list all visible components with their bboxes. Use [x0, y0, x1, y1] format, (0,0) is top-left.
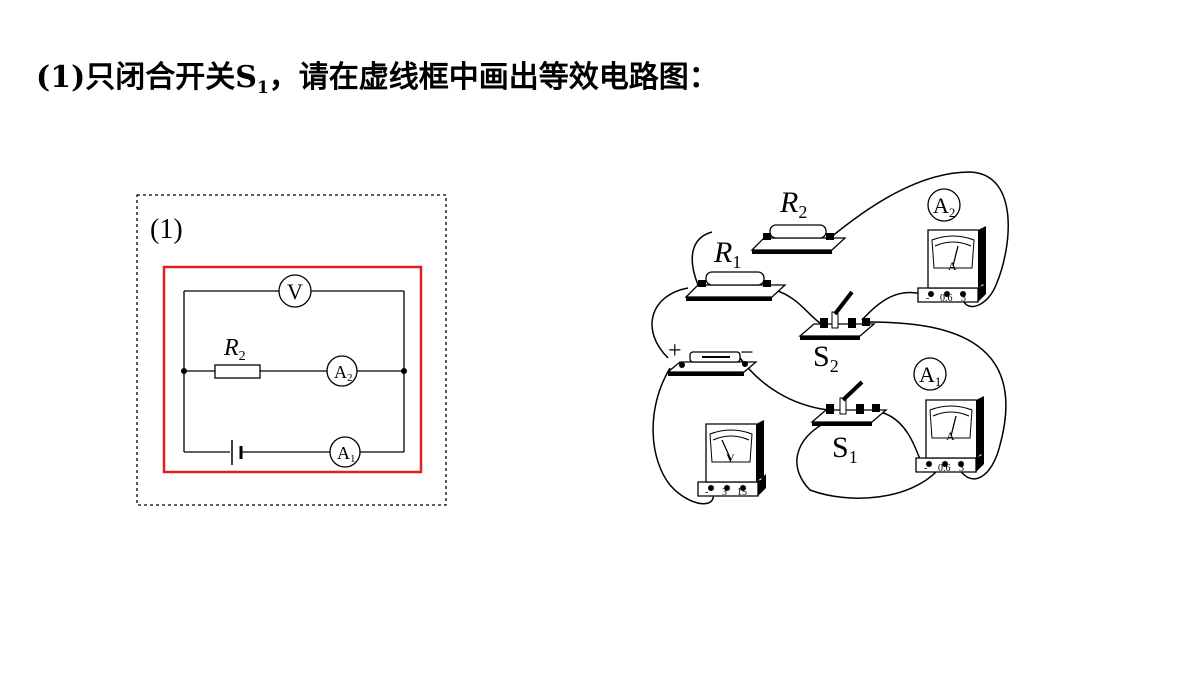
battery-box: + − — [666, 338, 758, 376]
schematic-wires — [183, 290, 405, 453]
apparatus-s1-label: S1 — [832, 431, 858, 467]
ammeter-a1-label: A1 — [337, 443, 356, 465]
answer-label: (1) — [150, 214, 183, 245]
a1-terminal-06: 0.6 — [938, 463, 951, 474]
v-terminal-3: 3 — [722, 487, 727, 498]
apparatus-s2-label: S2 — [813, 340, 839, 376]
ammeter-a2-label: A2 — [334, 362, 353, 384]
resistor-r1-board: R1 — [684, 236, 787, 301]
battery-minus: − — [740, 340, 754, 366]
resistor-r2-board: R2 — [750, 186, 847, 254]
apparatus-r1-label: R1 — [713, 236, 741, 272]
ammeter-a2-device: A2 A - 0.6 3 — [917, 188, 986, 304]
a2-terminal-06: 0.6 — [940, 293, 953, 304]
switch-s1: S1 — [810, 380, 888, 467]
apparatus-r2-label: R2 — [779, 186, 807, 222]
resistor-label: R2 — [223, 335, 246, 364]
battery-plus: + — [668, 338, 682, 364]
battery-symbol — [231, 440, 243, 465]
question-suffix: ，请在虚线框中画出等效电路图： — [268, 60, 719, 95]
a2-needle-letter: A — [948, 259, 957, 273]
question-title: (1)只闭合开关S1，请在虚线框中画出等效电路图： — [36, 52, 719, 98]
v-terminal-15: 15 — [737, 487, 747, 498]
a1-needle-letter: A — [946, 429, 955, 443]
answer-box: (1) V R2 A2 — [136, 194, 447, 506]
resistor-r2-symbol: R2 — [214, 335, 261, 379]
a1-terminal-neg: - — [924, 463, 927, 474]
ammeter-a1-symbol: A1 — [329, 436, 361, 468]
question-subscript: 1 — [256, 78, 269, 98]
dashed-frame — [136, 194, 447, 506]
a2-terminal-3: 3 — [961, 293, 966, 304]
a2-terminal-neg: - — [926, 293, 929, 304]
voltmeter-symbol: V — [278, 274, 312, 308]
device-a2-label: A2 — [933, 193, 955, 220]
voltmeter-device: V - 3 15 — [697, 420, 766, 498]
junction-right — [401, 368, 407, 374]
a1-terminal-3: 3 — [959, 463, 964, 474]
switch-s2: S2 — [798, 290, 876, 376]
voltmeter-label: V — [287, 279, 303, 304]
question-prefix: (1)只闭合开关S — [36, 60, 257, 95]
ammeter-a1-device: A1 A - 0.6 3 — [913, 357, 984, 474]
junction-left — [181, 368, 187, 374]
physical-circuit: R2 R1 + − — [651, 171, 1009, 505]
device-a1-label: A1 — [919, 362, 941, 389]
ammeter-a2-symbol: A2 — [326, 355, 358, 387]
voltmeter-needle-letter: V — [726, 451, 735, 465]
highlight-frame — [162, 265, 423, 474]
v-terminal-neg: - — [705, 487, 708, 498]
